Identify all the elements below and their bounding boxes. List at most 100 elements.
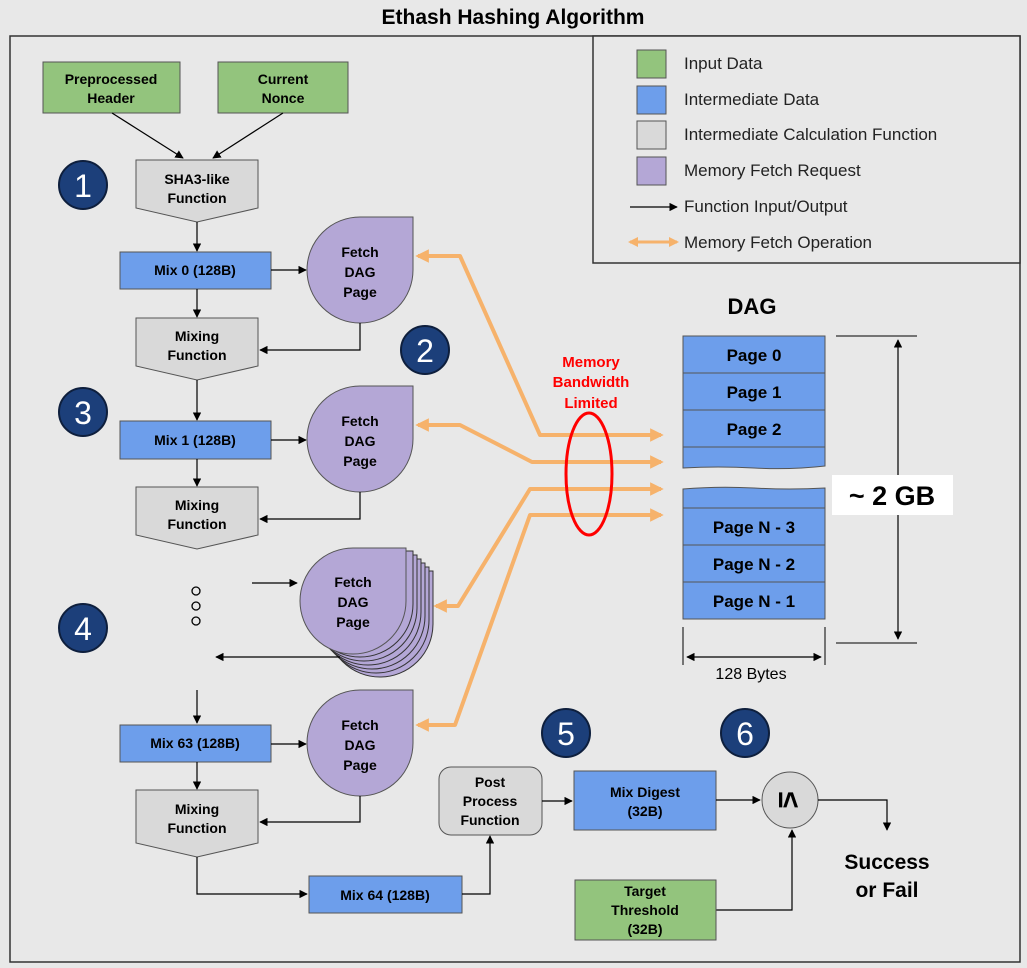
mixing-function-2: Mixing Function: [135, 486, 259, 550]
memory-label-line1: Memory: [562, 354, 620, 371]
fetch4-line3: Page: [343, 757, 377, 773]
mix-64-label: Mix 64 (128B): [340, 887, 429, 903]
mixing3-line1: Mixing: [175, 801, 219, 817]
result-line2: or Fail: [855, 879, 918, 902]
mix-digest-line1: Mix Digest: [610, 784, 680, 800]
dag-width-text: 128 Bytes: [715, 666, 786, 683]
arrow-mixing3-to-mix64: [196, 857, 308, 899]
dag-size-label: ~ 2 GB: [832, 475, 953, 515]
ellipsis-dots: [191, 586, 201, 626]
step-5: 5: [541, 708, 591, 758]
mix-1-label: Mix 1 (128B): [154, 432, 236, 448]
fetch1-line2: DAG: [344, 264, 375, 280]
step-2: 2: [400, 325, 450, 375]
arrow-mix64-to-postprocess: [462, 835, 495, 895]
step-6-number: 6: [736, 716, 754, 752]
fetch2-line3: Page: [343, 453, 377, 469]
mixing-function-1: Mixing Function: [135, 317, 259, 381]
fetch-dag-page-2: Fetch DAG Page: [306, 385, 414, 493]
orange-arrow-3: [433, 482, 664, 613]
step-3-number: 3: [74, 395, 92, 431]
dag-title: DAG: [728, 294, 777, 319]
diagram-frame: [9, 35, 1021, 963]
result-line1: Success: [844, 851, 929, 874]
mix-63-label: Mix 63 (128B): [150, 735, 239, 751]
arrow-compare-to-result: [818, 799, 892, 831]
arrow-nonce-to-sha3: [212, 112, 284, 159]
orange-arrow-4: [415, 508, 664, 732]
preprocessed-header-box: Preprocessed Header: [42, 61, 181, 114]
fetch-dag-page-1: Fetch DAG Page: [306, 216, 414, 324]
dag-pages-top: Page 0 Page 1 Page 2: [682, 335, 826, 470]
mixing2-line2: Function: [167, 516, 226, 532]
dag-height-bracket: [836, 335, 917, 644]
legend-swatch-memory: [636, 156, 667, 186]
dag-page-2: Page 2: [727, 420, 782, 439]
fetch-stack-line3: Page: [336, 614, 370, 630]
dag-page-1: Page 1: [727, 383, 782, 402]
dag-size-text: ~ 2 GB: [849, 481, 935, 511]
mixing2-line1: Mixing: [175, 497, 219, 513]
mix-63-box: Mix 63 (128B): [119, 724, 272, 763]
post-process-function: Post Process Function: [438, 766, 543, 836]
orange-arrow-2: [415, 418, 664, 469]
compare-node: ≤: [761, 771, 819, 829]
fetch2-line2: DAG: [344, 433, 375, 449]
fetch4-line1: Fetch: [341, 717, 378, 733]
legend-swatch-calc: [636, 120, 667, 150]
mix-0-label: Mix 0 (128B): [154, 262, 236, 278]
step-6: 6: [720, 708, 770, 758]
mix-1-box: Mix 1 (128B): [119, 420, 272, 460]
legend: Input Data Intermediate Data Intermediat…: [592, 35, 1021, 264]
arrow-fetch2-to-mixing2: [259, 492, 361, 524]
step-3: 3: [58, 387, 108, 437]
fetch-stack-line2: DAG: [337, 594, 368, 610]
dag-width-bracket: 128 Bytes: [682, 627, 826, 683]
legend-label-input: Input Data: [684, 54, 763, 73]
step-5-number: 5: [557, 716, 575, 752]
bandwidth-ellipse: [564, 411, 614, 537]
legend-label-memory: Memory Fetch Request: [684, 161, 861, 180]
mixing3-line2: Function: [167, 820, 226, 836]
step-1-number: 1: [74, 168, 92, 204]
mix-digest-box: Mix Digest (32B): [573, 770, 717, 831]
step-4-number: 4: [74, 611, 92, 647]
target-threshold-box: Target Threshold (32B): [574, 879, 717, 941]
postprocess-line2: Process: [463, 793, 518, 809]
mixing-function-3: Mixing Function: [135, 789, 259, 858]
mix-digest-line2: (32B): [627, 803, 662, 819]
fetch1-line3: Page: [343, 284, 377, 300]
fetch-stack-line1: Fetch: [334, 574, 371, 590]
fetch2-line1: Fetch: [341, 413, 378, 429]
compare-symbol: ≤: [772, 792, 805, 808]
step-4: 4: [58, 603, 108, 653]
fetch-dag-page-stack: Fetch DAG Page: [299, 547, 434, 678]
arrow-target-to-compare: [716, 829, 797, 911]
memory-label-line3: Limited: [564, 395, 617, 412]
memory-fetch-arrows: [415, 249, 664, 732]
mixing1-line1: Mixing: [175, 328, 219, 344]
current-nonce-box: Current Nonce: [217, 61, 349, 114]
orange-arrow-1: [415, 249, 664, 442]
dag-page-0: Page 0: [727, 346, 782, 365]
arrow-fetch4-to-mixing3: [259, 796, 361, 827]
arrow-fetch1-to-mixing1: [259, 323, 361, 355]
mix-0-box: Mix 0 (128B): [119, 251, 272, 290]
legend-label-black-arrow: Function Input/Output: [684, 197, 848, 216]
mix-64-box: Mix 64 (128B): [308, 875, 463, 914]
dag-page-n-3: Page N - 3: [713, 518, 795, 537]
dag-page-n-1: Page N - 1: [713, 592, 795, 611]
step-1: 1: [58, 160, 108, 210]
legend-label-intermediate: Intermediate Data: [684, 90, 820, 109]
postprocess-line1: Post: [475, 774, 506, 790]
target-line2: Threshold: [611, 902, 679, 918]
sha3-label-line2: Function: [167, 190, 226, 206]
legend-label-orange-arrow: Memory Fetch Operation: [684, 233, 872, 252]
postprocess-line3: Function: [460, 812, 519, 828]
header-label-line1: Preprocessed: [65, 71, 158, 87]
dag-pages-bottom: Page N - 3 Page N - 2 Page N - 1: [682, 486, 826, 620]
mixing1-line2: Function: [167, 347, 226, 363]
arrow-header-to-sha3: [111, 112, 184, 159]
